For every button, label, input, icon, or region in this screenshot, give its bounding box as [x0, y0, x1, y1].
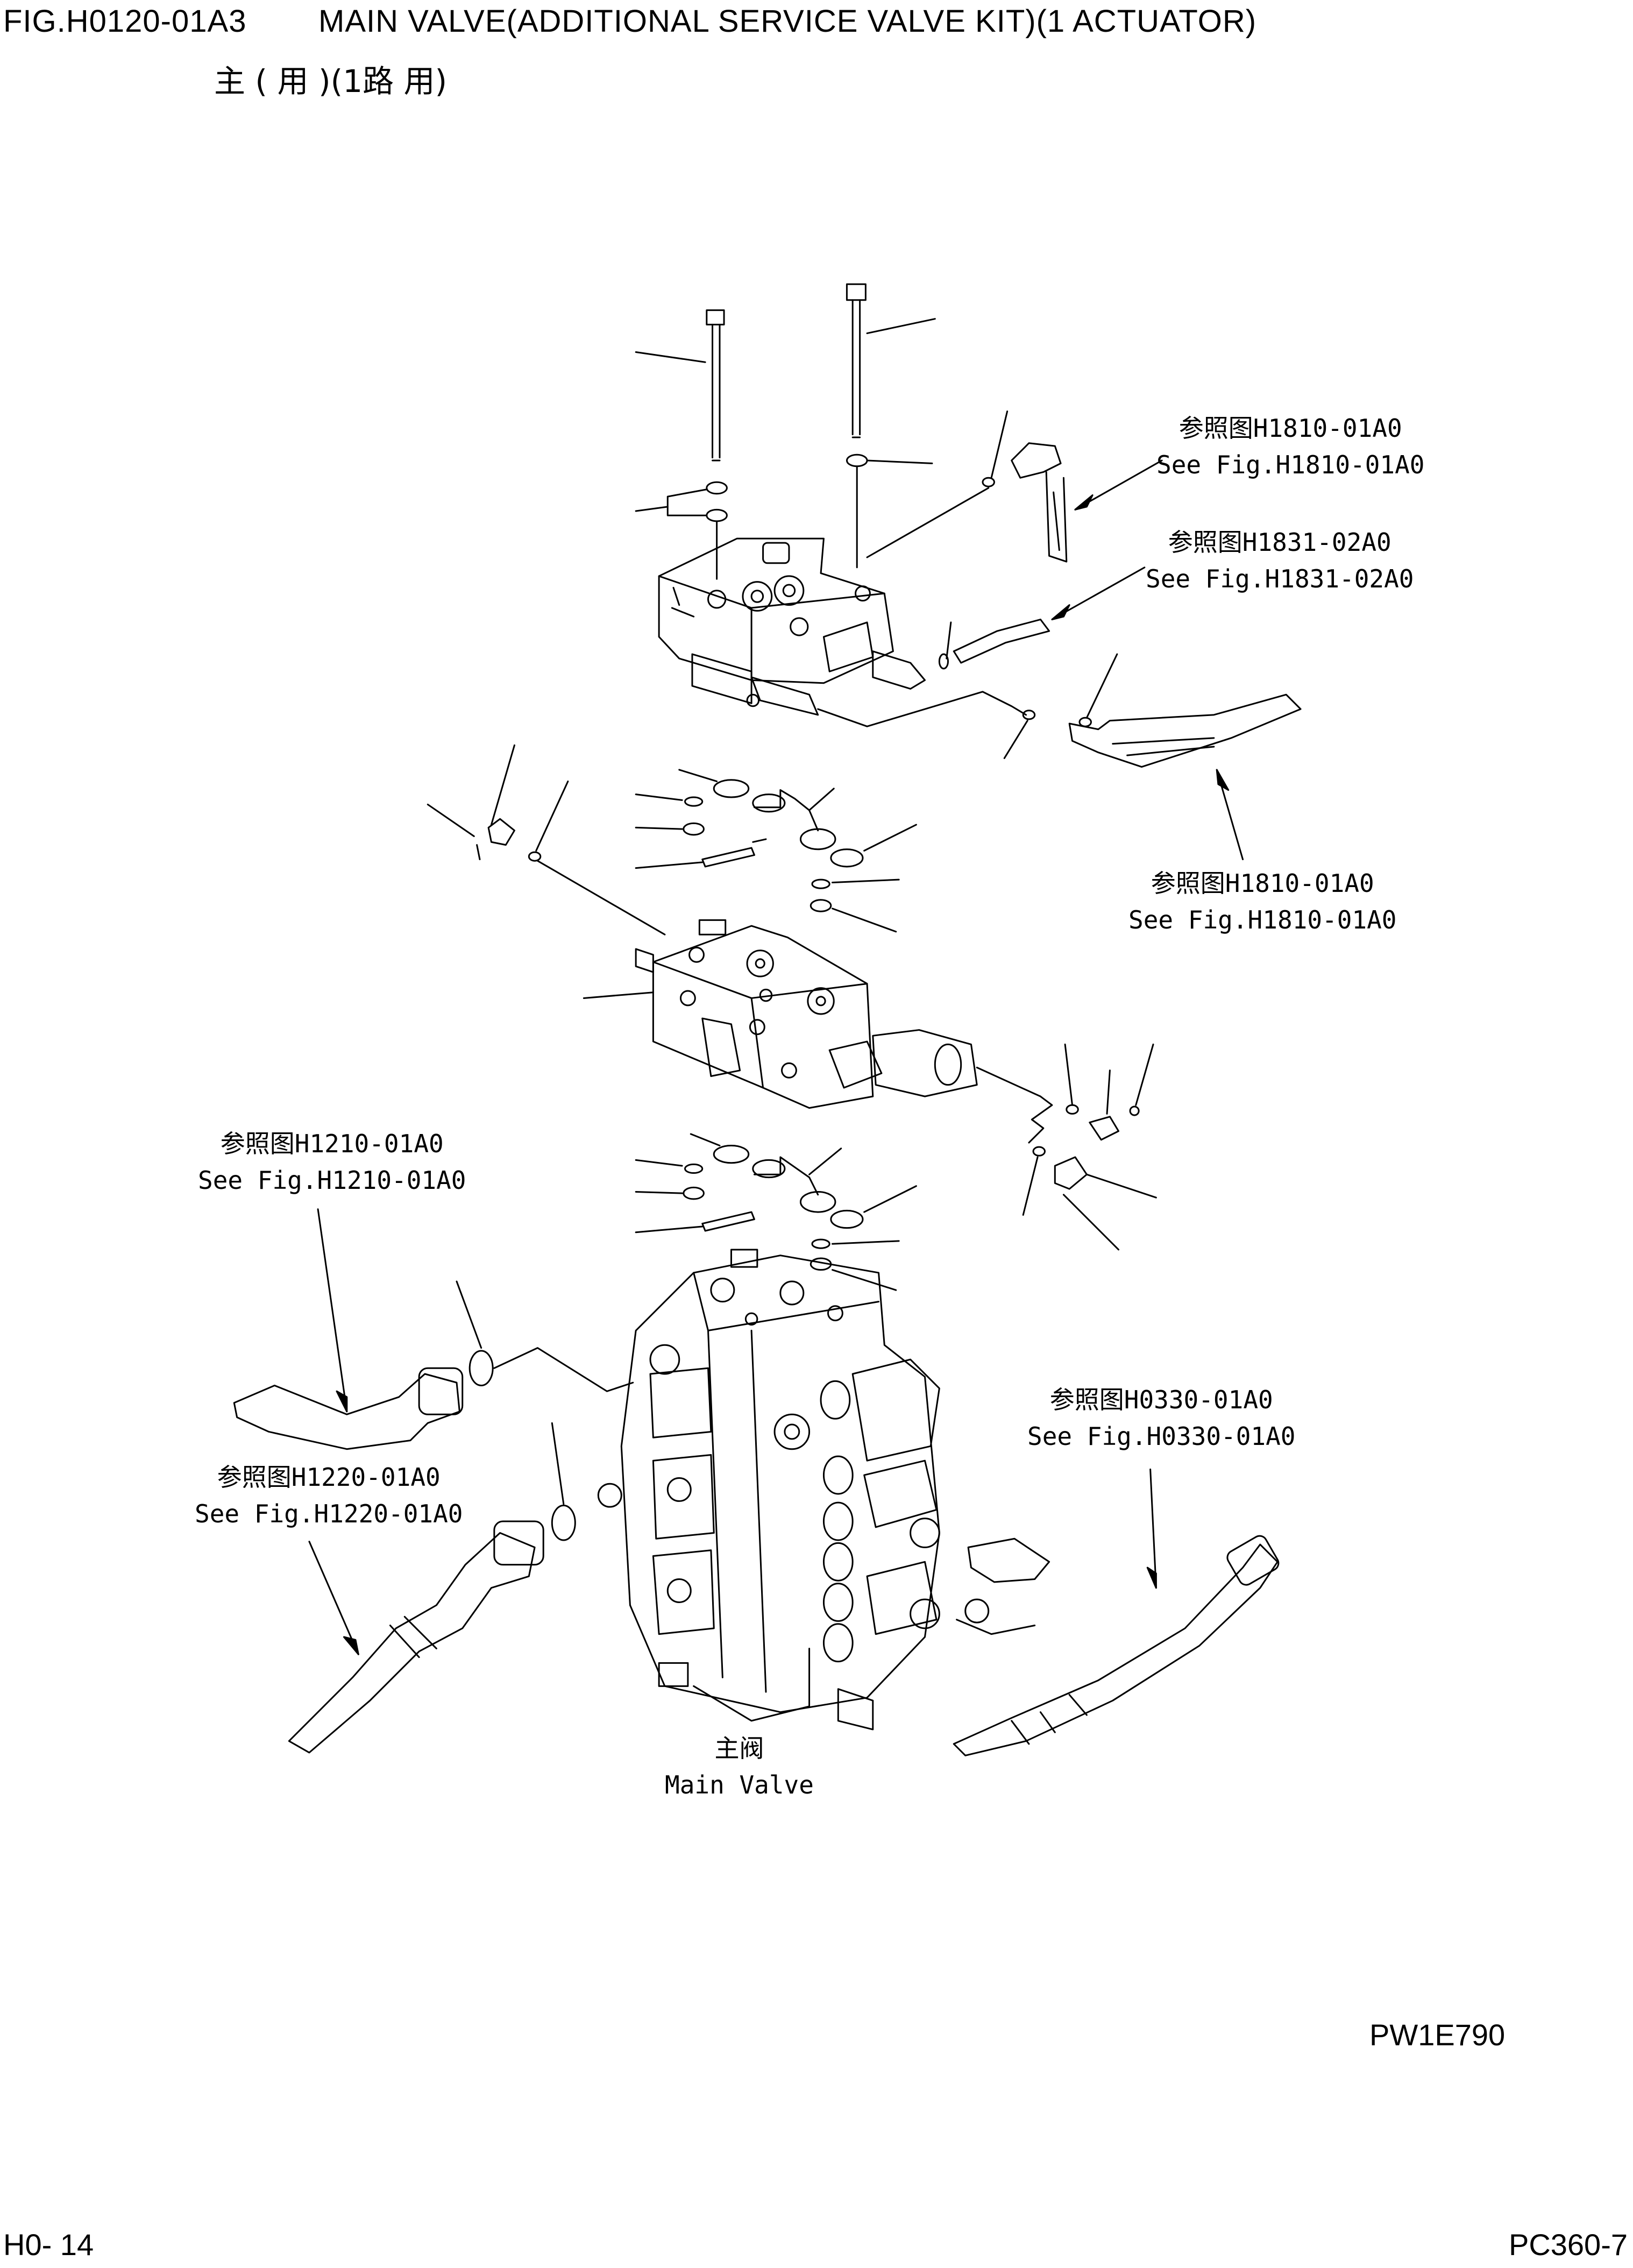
reference-en: See Fig.H0330-01A0 [1027, 1422, 1296, 1451]
reference-cn: 参照图H1831-02A0 [1168, 528, 1391, 557]
page-number: H0- 14 [3, 2228, 94, 2262]
reference-cn: 参照图H1810-01A0 [1178, 414, 1402, 443]
reference-cn: 参照图H1220-01A0 [217, 1463, 441, 1492]
seal-kit-middle [684, 780, 863, 911]
figure-title: MAIN VALVE(ADDITIONAL SERVICE VALVE KIT)… [318, 4, 1257, 39]
figure-id: FIG.H0120-01A3 [3, 4, 247, 39]
adapter-block [636, 920, 977, 1108]
small-hose [954, 620, 1049, 663]
main-valve-label: 主阀 Main Valve [665, 1730, 814, 1803]
washer [847, 455, 867, 466]
figure-header: FIG.H0120-01A3 MAIN VALVE(ADDITIONAL SERV… [3, 3, 1256, 39]
bolt-left [707, 310, 724, 460]
reference-cn: 参照图H0330-01A0 [1049, 1385, 1273, 1414]
reference-en: See Fig.H1220-01A0 [195, 1499, 463, 1528]
main-valve-body [598, 1250, 939, 1730]
hose-h1220 [289, 1521, 543, 1753]
drawing-code: PW1E790 [1369, 2018, 1506, 2052]
reference-cn: 参照图H1210-01A0 [220, 1129, 444, 1158]
reference-en: See Fig.H1831-02A0 [1146, 564, 1414, 593]
reference-en: See Fig.H1810-01A0 [1128, 905, 1397, 934]
seal-kit-lower [684, 1145, 863, 1270]
o-ring [470, 1351, 493, 1385]
model-number: PC360-7 [1508, 2228, 1628, 2262]
elbow-fitting [1012, 443, 1061, 478]
washer [707, 509, 727, 521]
main-valve-cn: 主阀 [714, 1734, 764, 1763]
o-ring [552, 1505, 575, 1540]
hose-h1210 [234, 1368, 463, 1449]
main-valve-en: Main Valve [665, 1770, 814, 1799]
reference-cn: 参照图H1810-01A0 [1151, 869, 1374, 898]
reference-en: See Fig.H1810-01A0 [1156, 450, 1425, 479]
washer [707, 482, 727, 493]
hose-h0330 [954, 1533, 1281, 1755]
o-ring [965, 1599, 989, 1622]
service-valve-block [659, 538, 925, 715]
reference-en: See Fig.H1210-01A0 [198, 1166, 466, 1195]
figure-title-cn: 主 ( 用 )(1路 用) [214, 63, 448, 100]
bolt-right [847, 284, 865, 437]
hose-right [1069, 654, 1301, 767]
elbow-fitting [488, 819, 514, 845]
pilot-tube [1046, 472, 1067, 562]
elbow-fitting [968, 1539, 1049, 1582]
